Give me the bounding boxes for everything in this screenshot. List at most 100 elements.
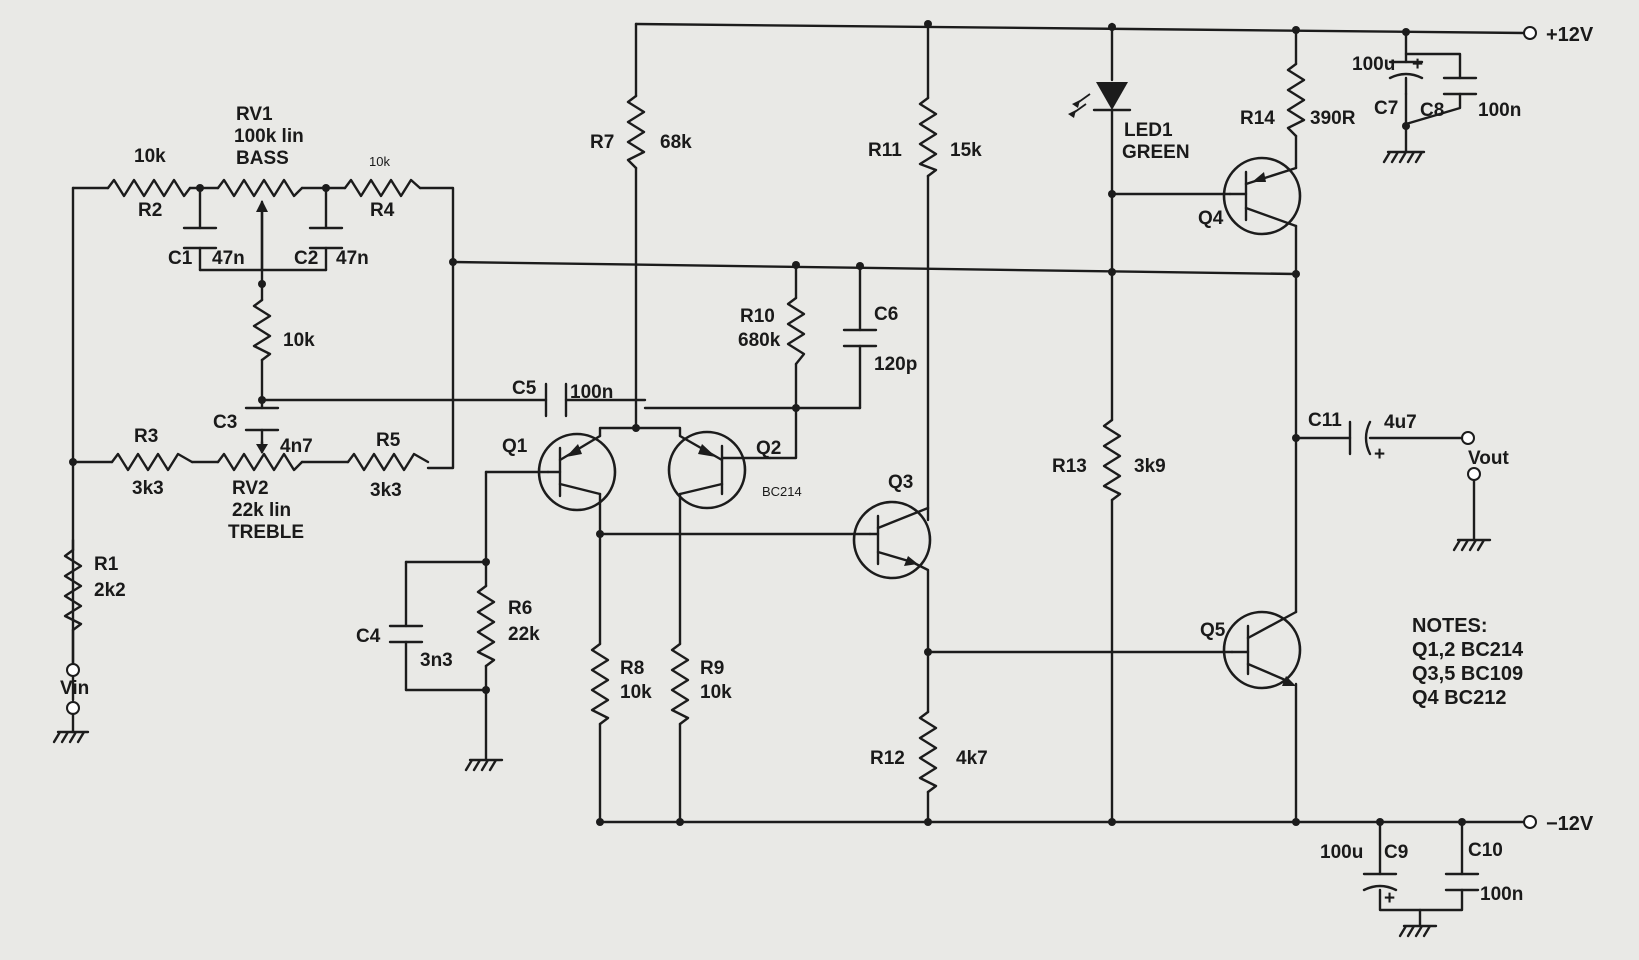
label-r10-value: 680k <box>738 330 781 351</box>
terminal-vout-gnd <box>1467 467 1481 481</box>
transistor-q5 <box>1222 610 1302 690</box>
terminals <box>66 26 1537 829</box>
transistor-q1 <box>537 432 617 512</box>
label-r2-ref: R2 <box>138 200 162 221</box>
resistor-r9 <box>670 642 690 726</box>
resistor-r5 <box>346 452 430 472</box>
label-q3-ref: Q3 <box>888 472 913 493</box>
label-q2-ref: Q2 <box>756 438 781 459</box>
label-r3-ref: R3 <box>134 426 158 447</box>
capacitor-c1 <box>182 226 218 250</box>
label-rv2-function: TREBLE <box>228 522 304 543</box>
label-minus12v: −12V <box>1546 813 1594 835</box>
labels: +12V −12V Vin Vout RV1 100k lin BASS 10k… <box>60 24 1594 909</box>
label-r10-ref: R10 <box>740 306 775 327</box>
label-c11-polarity: + <box>1374 444 1385 465</box>
label-c5-ref: C5 <box>512 378 537 399</box>
label-vin: Vin <box>60 678 89 699</box>
transistor-q3 <box>852 500 932 580</box>
ground-c7 <box>1382 150 1426 164</box>
potentiometer-rv1 <box>216 178 304 198</box>
resistor-symbols <box>63 62 1306 794</box>
label-c9-ref: C9 <box>1384 842 1408 863</box>
capacitor-c2 <box>308 226 344 250</box>
label-c11-value: 4u7 <box>1384 412 1417 433</box>
label-led-color: GREEN <box>1122 142 1190 163</box>
label-r1-ref: R1 <box>94 554 119 575</box>
label-r8-value: 10k <box>620 682 652 703</box>
ground-vin <box>52 730 90 744</box>
ground-c9 <box>1398 924 1438 938</box>
resistor-r12 <box>918 710 938 794</box>
label-c7-ref: C7 <box>1374 98 1398 119</box>
terminal-minus12v <box>1523 815 1537 829</box>
transistor-q4 <box>1222 156 1302 236</box>
label-q5-ref: Q5 <box>1200 620 1226 641</box>
label-c4-ref: C4 <box>356 626 381 647</box>
notes-line-1: Q1,2 BC214 <box>1412 639 1524 661</box>
label-c1-value: 47n <box>212 248 245 269</box>
junction-dots <box>69 20 1466 826</box>
resistor-r6 <box>476 584 496 668</box>
label-r13-value: 3k9 <box>1134 456 1166 477</box>
notes-line-2: Q3,5 BC109 <box>1412 663 1523 685</box>
label-r2-value: 10k <box>134 146 166 167</box>
capacitor-c4 <box>388 624 424 644</box>
ground-r6 <box>464 758 504 772</box>
label-r1-value: 2k2 <box>94 580 126 601</box>
label-c7-value: 100u <box>1352 54 1395 75</box>
resistor-r11 <box>918 96 938 178</box>
label-rv2-value: 22k lin <box>232 500 291 521</box>
label-c3-ref: C3 <box>213 412 237 433</box>
notes-title: NOTES: <box>1412 615 1488 637</box>
label-c10-ref: C10 <box>1468 840 1503 861</box>
ground-vout <box>1452 538 1492 552</box>
potentiometer-rv2 <box>216 452 304 472</box>
led1-symbol <box>1068 82 1132 118</box>
label-r8-ref: R8 <box>620 658 644 679</box>
label-c9-polarity: + <box>1384 888 1395 909</box>
label-r14-value: 390R <box>1310 108 1356 129</box>
resistor-r10 <box>786 296 806 366</box>
capacitor-c5 <box>544 382 568 418</box>
capacitor-c6 <box>842 328 878 348</box>
label-r6-ref: R6 <box>508 598 532 619</box>
label-r4-ref: R4 <box>370 200 395 221</box>
label-r11-value: 15k <box>950 140 982 161</box>
label-c11-ref: C11 <box>1308 410 1342 431</box>
label-r3-value: 3k3 <box>132 478 164 499</box>
label-c6-ref: C6 <box>874 304 898 325</box>
label-plus12v: +12V <box>1546 24 1594 46</box>
label-c2-value: 47n <box>336 248 369 269</box>
label-q1-ref: Q1 <box>502 436 528 457</box>
label-q2-part: BC214 <box>762 484 802 499</box>
label-rmid-value: 10k <box>283 330 315 351</box>
resistor-r4 <box>343 178 422 198</box>
label-r7-value: 68k <box>660 132 692 153</box>
label-r7-ref: R7 <box>590 132 614 153</box>
ground-symbols <box>52 150 1492 938</box>
resistor-r13 <box>1102 418 1122 502</box>
terminal-vin-gnd <box>66 701 80 715</box>
label-vout: Vout <box>1468 448 1509 469</box>
resistor-r7 <box>626 94 646 170</box>
resistor-r3 <box>110 452 194 472</box>
label-c7-polarity: + <box>1412 54 1423 75</box>
label-c5-value: 100n <box>570 382 613 403</box>
label-c8-ref: C8 <box>1420 100 1444 121</box>
label-r4-value: 10k <box>369 154 390 169</box>
label-led-ref: LED1 <box>1124 120 1173 141</box>
terminal-vin <box>66 663 80 677</box>
resistor-r8 <box>590 642 610 726</box>
resistor-r1 <box>63 548 83 632</box>
label-c10-value: 100n <box>1480 884 1523 905</box>
label-r11-ref: R11 <box>868 140 902 161</box>
terminal-plus12v <box>1523 26 1537 40</box>
transistor-q2 <box>667 430 772 510</box>
capacitor-c3 <box>244 406 280 432</box>
label-r9-ref: R9 <box>700 658 724 679</box>
capacitor-c10 <box>1444 872 1480 892</box>
terminal-vout <box>1461 431 1475 445</box>
label-r12-value: 4k7 <box>956 748 988 769</box>
